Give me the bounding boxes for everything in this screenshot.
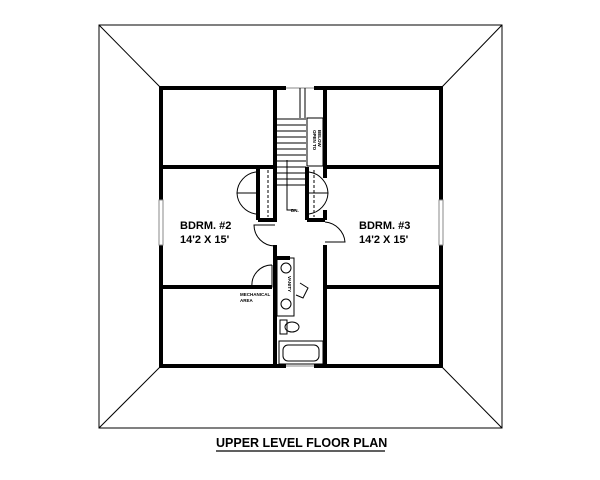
open-to-below-label: OPEN TO — [312, 130, 317, 151]
interior-walls — [161, 88, 441, 366]
plan-title: UPPER LEVEL FLOOR PLAN — [216, 436, 387, 450]
bedroom3-size: 14'2 X 15' — [359, 234, 409, 246]
mechanical-label: MECHANICAL — [240, 292, 270, 297]
vanity-label: VANITY — [287, 276, 292, 292]
roof-outline — [98, 24, 503, 429]
stair-down-label: DN. — [291, 208, 299, 213]
closets — [236, 170, 329, 217]
bedroom2-label: BDRM. #2 — [180, 220, 231, 232]
staircase — [277, 88, 324, 211]
doors — [251, 221, 346, 288]
bathroom-fixtures — [276, 257, 324, 365]
bedroom2-size: 14'2 X 15' — [180, 234, 230, 246]
exterior-walls — [158, 86, 444, 368]
mechanical-label-2: AREA — [240, 298, 254, 303]
open-to-below-label-2: BELOW — [317, 130, 322, 148]
bedroom3-label: BDRM. #3 — [359, 220, 410, 232]
